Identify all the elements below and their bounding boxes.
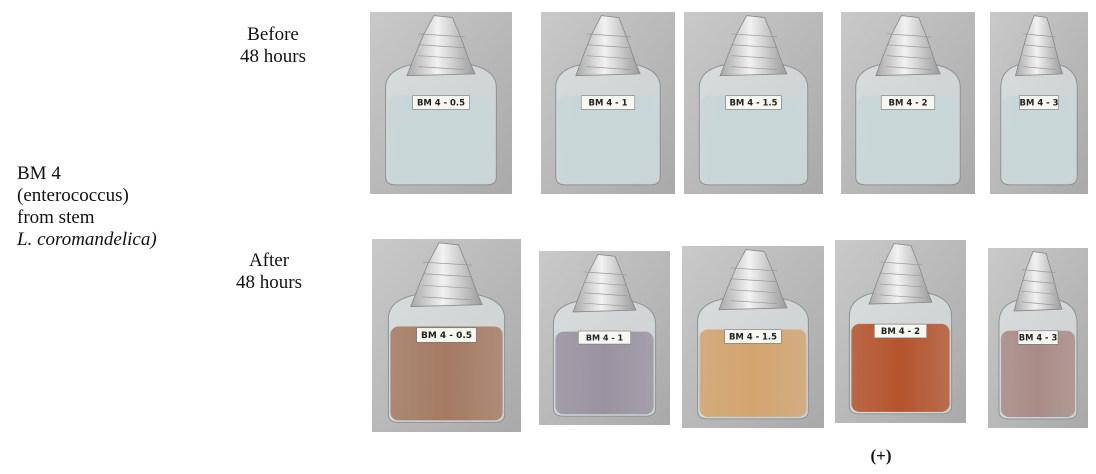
foil-cap [575,15,641,77]
bottle-sticker-text: BM 4 - 3 [1020,98,1059,108]
before-bottle-photo: BM 4 - 2 [841,12,975,194]
foil-cap [868,243,933,305]
bottle-sticker-text: BM 4 - 1 [589,98,628,108]
after-label-line1: After [248,250,290,271]
before-label-line2: 48 hours [240,46,306,67]
after-bottle-photo: BM 4 - 1.5 [682,246,824,428]
bottle-sticker-text: BM 4 - 3 [1019,333,1058,343]
before-bottle-photo: BM 4 - 0.5 [370,12,512,194]
before-48h-label: Before 48 hours [218,24,328,68]
bottle-sticker [880,95,936,110]
foil-cap [410,242,483,307]
after-bottle-photo: BM 4 - 0.5 [372,239,521,432]
culture-liquid [851,323,950,412]
bottle-sticker [725,95,782,110]
after-bottle-photo: BM 4 - 2 [835,240,966,423]
before-bottle-photo: BM 4 - 3 [990,12,1088,194]
bottle-sticker-text: BM 4 - 0.5 [421,331,472,341]
sample-genus: (enterococcus) [17,185,129,206]
after-48h-label: After 48 hours [214,250,324,294]
culture-liquid [555,331,654,415]
culture-liquid [557,95,659,183]
culture-liquid [387,95,495,183]
culture-liquid [1002,95,1076,183]
bottle-sticker [412,95,470,110]
after-bottle-photo: BM 4 - 3 [988,248,1088,428]
culture-liquid [390,326,503,421]
bottle-sticker [1019,95,1059,110]
before-label-line1: Before [247,24,299,45]
bottle-sticker [1017,330,1059,345]
foil-cap [1013,251,1063,312]
culture-liquid [699,329,807,417]
sample-name: BM 4 [17,163,61,184]
bottle-sticker-text: BM 4 - 1.5 [729,332,777,342]
before-bottle-photo: BM 4 - 1.5 [684,12,823,194]
bottle-sticker-text: BM 4 - 0.5 [417,98,465,108]
bottle-sticker [580,95,636,110]
sample-description: BM 4 (enterococcus) from stem L. coroman… [17,163,157,251]
foil-cap [1014,15,1064,77]
after-bottle-photo: BM 4 - 1 [539,251,670,425]
bottle-sticker-text: BM 4 - 1.5 [729,98,777,108]
culture-liquid [701,95,806,183]
culture-liquid [857,95,959,183]
culture-liquid [1001,330,1075,417]
bottle-sticker [724,329,782,344]
bottle-sticker-text: BM 4 - 2 [889,98,928,108]
positive-result-mark: (+) [870,446,892,465]
foil-cap [718,249,788,311]
after-label-line2: 48 hours [236,272,302,293]
foil-cap [875,15,941,77]
bottle-sticker [873,323,928,339]
bottle-sticker [416,327,477,343]
sample-source: from stem [17,207,95,228]
bottle-sticker [577,330,632,345]
foil-cap [406,15,476,77]
before-bottle-photo: BM 4 - 1 [541,12,675,194]
foil-cap [572,254,637,313]
bottle-sticker-text: BM 4 - 2 [881,327,920,337]
sample-species: L. coromandelica) [17,229,157,250]
bottle-sticker-text: BM 4 - 1 [586,332,624,342]
foil-cap [719,15,788,77]
